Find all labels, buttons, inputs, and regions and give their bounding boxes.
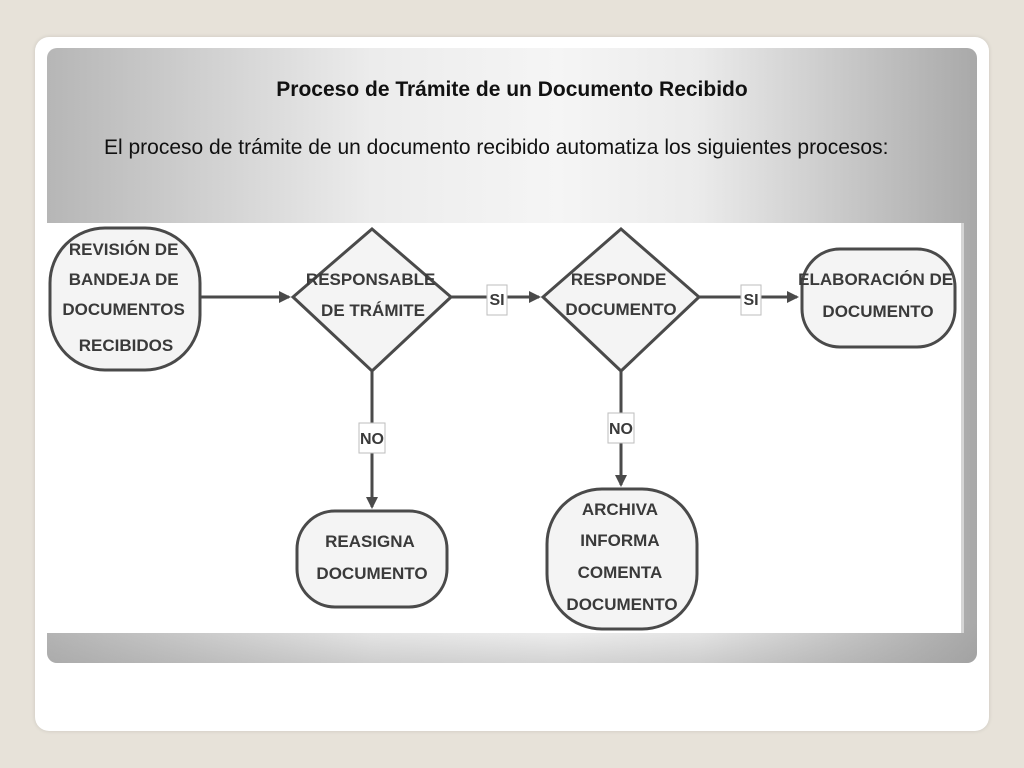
decision-responde-documento-text: RESPONDE DOCUMENTO xyxy=(565,270,676,319)
edge-label-no-2-text: NO xyxy=(609,421,633,438)
node-elaboracion-documento: ELABORACIÓN DE DOCUMENTO xyxy=(798,247,958,349)
node-archiva-informa-text: ARCHIVA INFORMA COMENTA DOCUMENTO xyxy=(566,500,677,614)
node-archiva-informa: ARCHIVA INFORMA COMENTA DOCUMENTO xyxy=(545,487,699,631)
decision-responde-documento: RESPONDE DOCUMENTO xyxy=(540,227,702,374)
edge-label-si-2-text: SI xyxy=(743,292,758,309)
node-revision-bandeja: REVISIÓN DE BANDEJA DE DOCUMENTOS RECIBI… xyxy=(48,226,202,372)
node-elaboracion-documento-text: ELABORACIÓN DE DOCUMENTO xyxy=(798,270,958,321)
decision-responsable-tramite-text: RESPONSABLE DE TRÁMITE xyxy=(306,270,440,320)
decision-responsable-tramite: RESPONSABLE DE TRÁMITE xyxy=(290,227,454,374)
edge-label-no-1-text: NO xyxy=(360,431,384,448)
edge-label-si-2: SI xyxy=(740,284,762,316)
edge-label-si-1: SI xyxy=(486,284,508,316)
slide-title: Proceso de Trámite de un Documento Recib… xyxy=(276,78,748,101)
node-revision-bandeja-text: REVISIÓN DE BANDEJA DE DOCUMENTOS RECIBI… xyxy=(62,240,189,355)
flowchart: SI SI NO NO REVISIÓN DE BANDEJA DE DOCUM… xyxy=(47,223,964,633)
flowchart-svg: SI SI NO NO REVISIÓN DE BANDEJA DE DOCUM… xyxy=(48,226,958,631)
node-reasigna-documento: REASIGNA DOCUMENTO xyxy=(295,509,449,609)
edge-label-si-1-text: SI xyxy=(489,292,504,309)
edge-label-no-2: NO xyxy=(607,412,635,444)
edge-label-no-1: NO xyxy=(358,422,386,454)
node-reasigna-documento-text: REASIGNA DOCUMENTO xyxy=(316,532,427,583)
slide-body-text: El proceso de trámite de un documento re… xyxy=(104,136,889,159)
